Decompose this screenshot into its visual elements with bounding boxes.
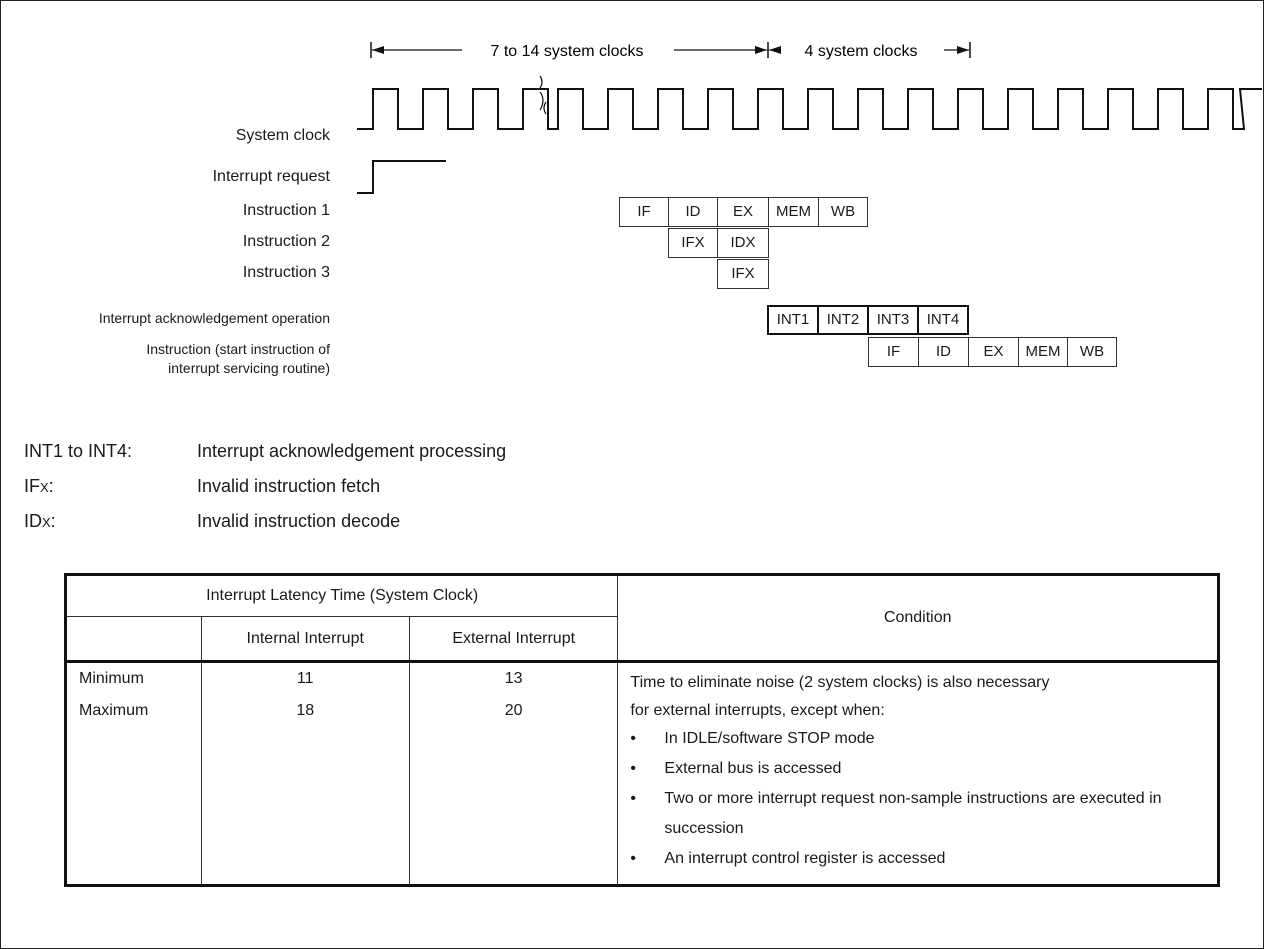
pipe-int4: INT4 [917,305,969,335]
legend-term: IDX: [24,511,56,531]
span2-left-arrow [769,46,781,54]
condition-item: In IDLE/software STOP mode [630,724,1205,754]
condition-intro-2: for external interrupts, except when: [630,702,885,719]
header-condition: Condition [617,574,1219,662]
label-start-instruction-line2: interrupt servicing routine) [168,360,330,376]
system-clock-waveform [357,88,1262,130]
latency-table: Interrupt Latency Time (System Clock) Co… [64,573,1220,887]
header-blank [65,616,202,662]
label-instruction-1: Instruction 1 [242,202,330,219]
pipe-s-mem: MEM [1018,337,1068,367]
label-int-ack-operation: Interrupt acknowledgement operation [98,310,330,326]
pipe-int2: INT2 [817,305,869,335]
pipe-s-wb: WB [1067,337,1117,367]
pipe-s-id: ID [918,337,969,367]
pipe-int1: INT1 [767,305,819,335]
span1-label: 7 to 14 system clocks [491,43,644,60]
span1-left-arrow [372,46,384,54]
label-interrupt-request: Interrupt request [212,168,330,185]
header-external: External Interrupt [408,616,619,662]
legend-desc: Invalid instruction decode [197,511,401,531]
condition-item: An interrupt control register is accesse… [630,844,1205,874]
label-instruction-3: Instruction 3 [242,264,330,281]
span2-right-arrow [957,46,969,54]
pipe-i1-if: IF [619,197,669,227]
condition-item: External bus is accessed [630,754,1205,784]
row-label: Maximum [65,695,202,886]
row-label: Minimum [65,661,202,696]
cell-internal: 11 [200,661,410,696]
pipe-i2-ifx: IFX [668,228,718,258]
label-instruction-2: Instruction 2 [242,233,330,250]
pipe-i1-mem: MEM [768,197,819,227]
legend-item-int: INT1 to INT4: Interrupt acknowledgement p… [24,441,506,462]
table-row-maximum: Maximum 18 20 [65,695,1219,886]
legend-desc: Interrupt acknowledgement processing [197,441,507,461]
pipe-int3: INT3 [867,305,919,335]
cell-condition: Time to eliminate noise (2 system clocks… [617,661,1219,886]
legend-term: INT1 to INT4: [24,441,133,461]
header-internal: Internal Interrupt [200,616,410,662]
span1-right-arrow [755,46,767,54]
table-header-row: Interrupt Latency Time (System Clock) Co… [64,574,1219,662]
header-latency-group: Interrupt Latency Time (System Clock) [64,574,619,617]
interrupt-request-waveform [357,160,446,194]
legend-term: IFX: [24,476,54,496]
condition-intro-1: Time to eliminate noise (2 system clocks… [630,674,1050,691]
table-row-minimum: Minimum 11 13 Time to eliminate noise (2… [65,661,1219,886]
legend-desc: Invalid instruction fetch [197,476,381,496]
pipe-s-if: IF [868,337,919,367]
condition-list: In IDLE/software STOP mode External bus … [630,724,1205,874]
cell-external: 20 [408,695,619,886]
cell-internal: 18 [200,695,410,886]
legend-item-ifx: IFX: Invalid instruction fetch [24,476,380,497]
clock-break-mark [539,75,547,115]
span2-label: 4 system clocks [805,43,918,60]
condition-item: Two or more interrupt request non-sample… [630,784,1205,844]
pipe-s-ex: EX [968,337,1019,367]
pipe-i2-idx: IDX [717,228,769,258]
timing-diagram: 7 to 14 system clocks 4 system clocks [357,42,1262,194]
pipe-i1-id: ID [668,197,718,227]
pipe-i3-ifx: IFX [717,259,769,289]
pipe-i1-ex: EX [717,197,769,227]
legend-item-idx: IDX: Invalid instruction decode [24,511,400,532]
label-start-instruction-line1: Instruction (start instruction of [146,341,330,357]
cell-external: 13 [408,661,619,696]
label-system-clock: System clock [235,127,330,144]
pipe-i1-wb: WB [818,197,868,227]
